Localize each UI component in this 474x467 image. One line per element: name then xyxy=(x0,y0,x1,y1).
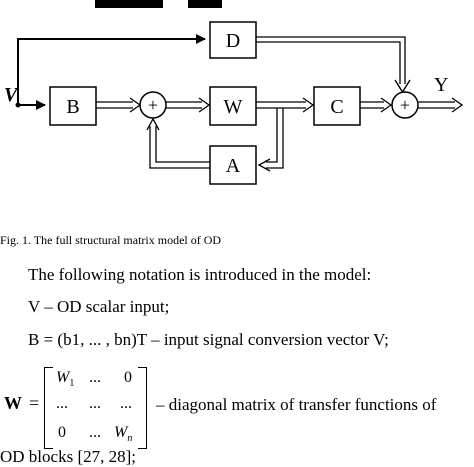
heading-fragment xyxy=(95,0,222,8)
w-definition: – diagonal matrix of transfer functions … xyxy=(156,395,437,414)
output-label: Y xyxy=(434,74,448,96)
block-c xyxy=(313,86,361,126)
equals-sign: = xyxy=(29,393,40,413)
block-c-label: C xyxy=(330,96,343,118)
figure-caption: Fig. 1. The full structural matrix model… xyxy=(0,233,222,247)
c-to-output-arrow xyxy=(360,97,393,113)
matrix-cell-r3c1: 0 xyxy=(58,424,66,441)
structural-block-diagram: V D B + W A xyxy=(4,0,464,185)
matrix-cell-r2c3: ... xyxy=(120,395,132,412)
sum-node-output-symbol: + xyxy=(400,95,410,115)
w-definition-continued: OD blocks [27, 28]; xyxy=(0,447,136,466)
matrix-cell-r2c1: ... xyxy=(56,395,68,412)
sum-node-1-symbol: + xyxy=(148,95,158,115)
sum-to-w-arrow xyxy=(166,97,211,113)
matrix-cell-r3c2: ... xyxy=(89,424,101,441)
input-label: V xyxy=(4,84,19,106)
block-b-label: B xyxy=(66,96,79,118)
block-a-label: A xyxy=(226,155,241,177)
output-arrow xyxy=(418,97,464,113)
block-b xyxy=(49,86,97,126)
w-symbol: W xyxy=(4,393,22,413)
matrix-left-bracket xyxy=(44,367,53,449)
matrix-right-bracket xyxy=(138,367,147,449)
block-w-label: W xyxy=(224,96,243,118)
input-path xyxy=(15,34,206,110)
w-to-a-feedback xyxy=(257,108,284,172)
block-a xyxy=(209,145,257,185)
b-definition: B = (b1, ... , bn)T – input signal conve… xyxy=(28,330,389,349)
matrix-cell-r2c2: ... xyxy=(89,395,101,412)
matrix-cell-r1c3: 0 xyxy=(124,369,132,386)
b-to-sum-arrow xyxy=(96,97,142,113)
matrix-cell-r1c2: ... xyxy=(89,369,101,386)
w-matrix-equation: W = W1 ... 0 ... ... ... 0 ... Wn – diag… xyxy=(0,361,474,449)
w-to-c-arrow xyxy=(256,97,315,113)
sum-node-output xyxy=(391,91,419,119)
matrix-cell-r3c3: Wn xyxy=(114,424,133,445)
a-to-sum-feedback xyxy=(146,117,210,169)
matrix-cell-r1c1: W1 xyxy=(56,369,75,390)
d-to-output-path xyxy=(256,36,411,94)
block-d-label: D xyxy=(226,30,240,52)
block-w xyxy=(209,86,257,126)
notation-intro: The following notation is introduced in … xyxy=(28,265,372,284)
v-definition: V – OD scalar input; xyxy=(28,297,170,316)
block-d xyxy=(209,21,257,59)
